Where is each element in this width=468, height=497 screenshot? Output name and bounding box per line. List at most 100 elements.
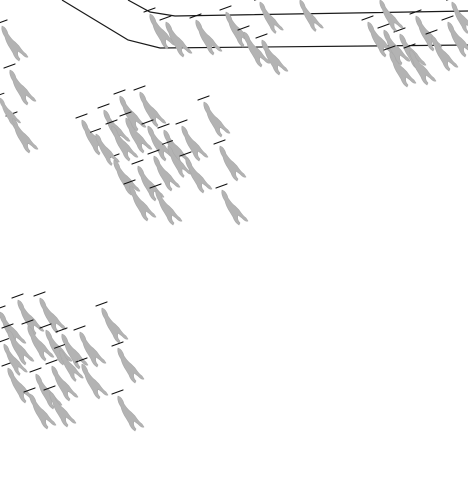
walking-figure [147, 149, 181, 192]
head-marker [0, 92, 5, 96]
walking-figure [237, 25, 271, 68]
head-marker [441, 15, 454, 21]
figure-silhouette [0, 311, 27, 348]
walking-figure [141, 119, 175, 162]
head-marker [29, 367, 42, 373]
walking-figure [175, 119, 209, 162]
head-marker [0, 19, 8, 24]
walking-figure [54, 344, 84, 382]
head-marker [403, 43, 416, 49]
walking-figure [21, 319, 55, 362]
head-marker [90, 128, 101, 133]
walking-figure [143, 7, 177, 50]
walking-figure [213, 139, 247, 182]
walking-figure [441, 15, 468, 58]
figure-silhouette [261, 39, 289, 76]
walking-figure [0, 92, 22, 127]
head-marker [123, 179, 136, 185]
walking-figure [119, 111, 153, 154]
head-marker [425, 29, 438, 35]
head-marker [149, 183, 162, 189]
walking-figure [33, 291, 67, 334]
figure-silhouette [7, 329, 35, 366]
walking-figure [254, 0, 284, 34]
figure-silhouette [39, 297, 67, 334]
head-marker [75, 357, 88, 363]
head-marker [0, 305, 6, 309]
head-marker [361, 15, 374, 21]
figure-silhouette [125, 117, 153, 154]
figure-silhouette [243, 31, 271, 68]
figure-silhouette [155, 189, 183, 226]
figure-silhouette [49, 391, 77, 428]
figure-silhouette [117, 347, 145, 384]
walking-figure [11, 293, 45, 336]
figure-silhouette [139, 91, 167, 128]
figure-silhouette [203, 101, 231, 138]
walking-figure [3, 63, 37, 106]
walking-figure [446, 0, 468, 34]
walking-figure [43, 385, 77, 428]
head-marker [75, 113, 88, 119]
walking-figure [0, 19, 29, 62]
figure-silhouette [111, 125, 139, 162]
figure-silhouette [163, 129, 191, 166]
head-marker [377, 23, 390, 29]
figure-silhouette [389, 51, 417, 88]
head-marker [141, 119, 154, 125]
figure-silhouette [29, 393, 57, 430]
road-inner-edge [127, 0, 468, 17]
figure-silhouette [299, 0, 324, 32]
head-marker [175, 119, 188, 125]
figure-silhouette [185, 157, 213, 194]
walking-figure [383, 45, 417, 88]
head-marker [1, 323, 14, 329]
walking-figure [45, 359, 79, 402]
walking-figure [403, 43, 437, 86]
head-marker [54, 344, 65, 349]
walking-figure [157, 123, 191, 166]
head-marker [179, 151, 192, 157]
head-marker [105, 119, 118, 125]
head-marker [162, 140, 173, 145]
figure-silhouette [221, 189, 249, 226]
walking-figure [379, 0, 404, 32]
figure-silhouette [147, 125, 175, 162]
head-marker [43, 385, 56, 391]
walking-figure [123, 179, 157, 222]
figure-silhouette [119, 95, 147, 132]
head-marker [197, 95, 210, 101]
head-marker [23, 387, 36, 393]
figure-silhouette [59, 349, 84, 382]
walking-figure [75, 357, 109, 400]
walking-figure [133, 85, 167, 128]
walking-figure [23, 387, 57, 430]
head-marker [39, 323, 52, 329]
figure-silhouette [379, 0, 404, 32]
walking-figure [162, 140, 192, 178]
walking-figure [111, 341, 145, 384]
head-marker [55, 327, 68, 333]
figure-silhouette [195, 19, 223, 56]
figure-silhouette [79, 331, 107, 368]
head-marker [113, 89, 126, 95]
head-marker [219, 5, 232, 11]
head-marker [119, 111, 132, 117]
walking-figure [73, 325, 107, 368]
figure-silhouette [219, 145, 247, 182]
walking-figure [113, 89, 147, 132]
figure-silhouette [95, 133, 120, 166]
head-marker [213, 139, 226, 145]
head-marker [237, 25, 250, 31]
walking-figure [0, 305, 27, 348]
figure-silhouette [1, 25, 29, 62]
head-marker [409, 9, 422, 15]
figure-silhouette [153, 155, 181, 192]
walking-figure [95, 301, 129, 344]
figure-silhouette [81, 363, 109, 400]
head-marker [393, 27, 406, 33]
head-marker [111, 389, 124, 395]
head-marker [3, 63, 16, 69]
head-marker [189, 13, 202, 19]
